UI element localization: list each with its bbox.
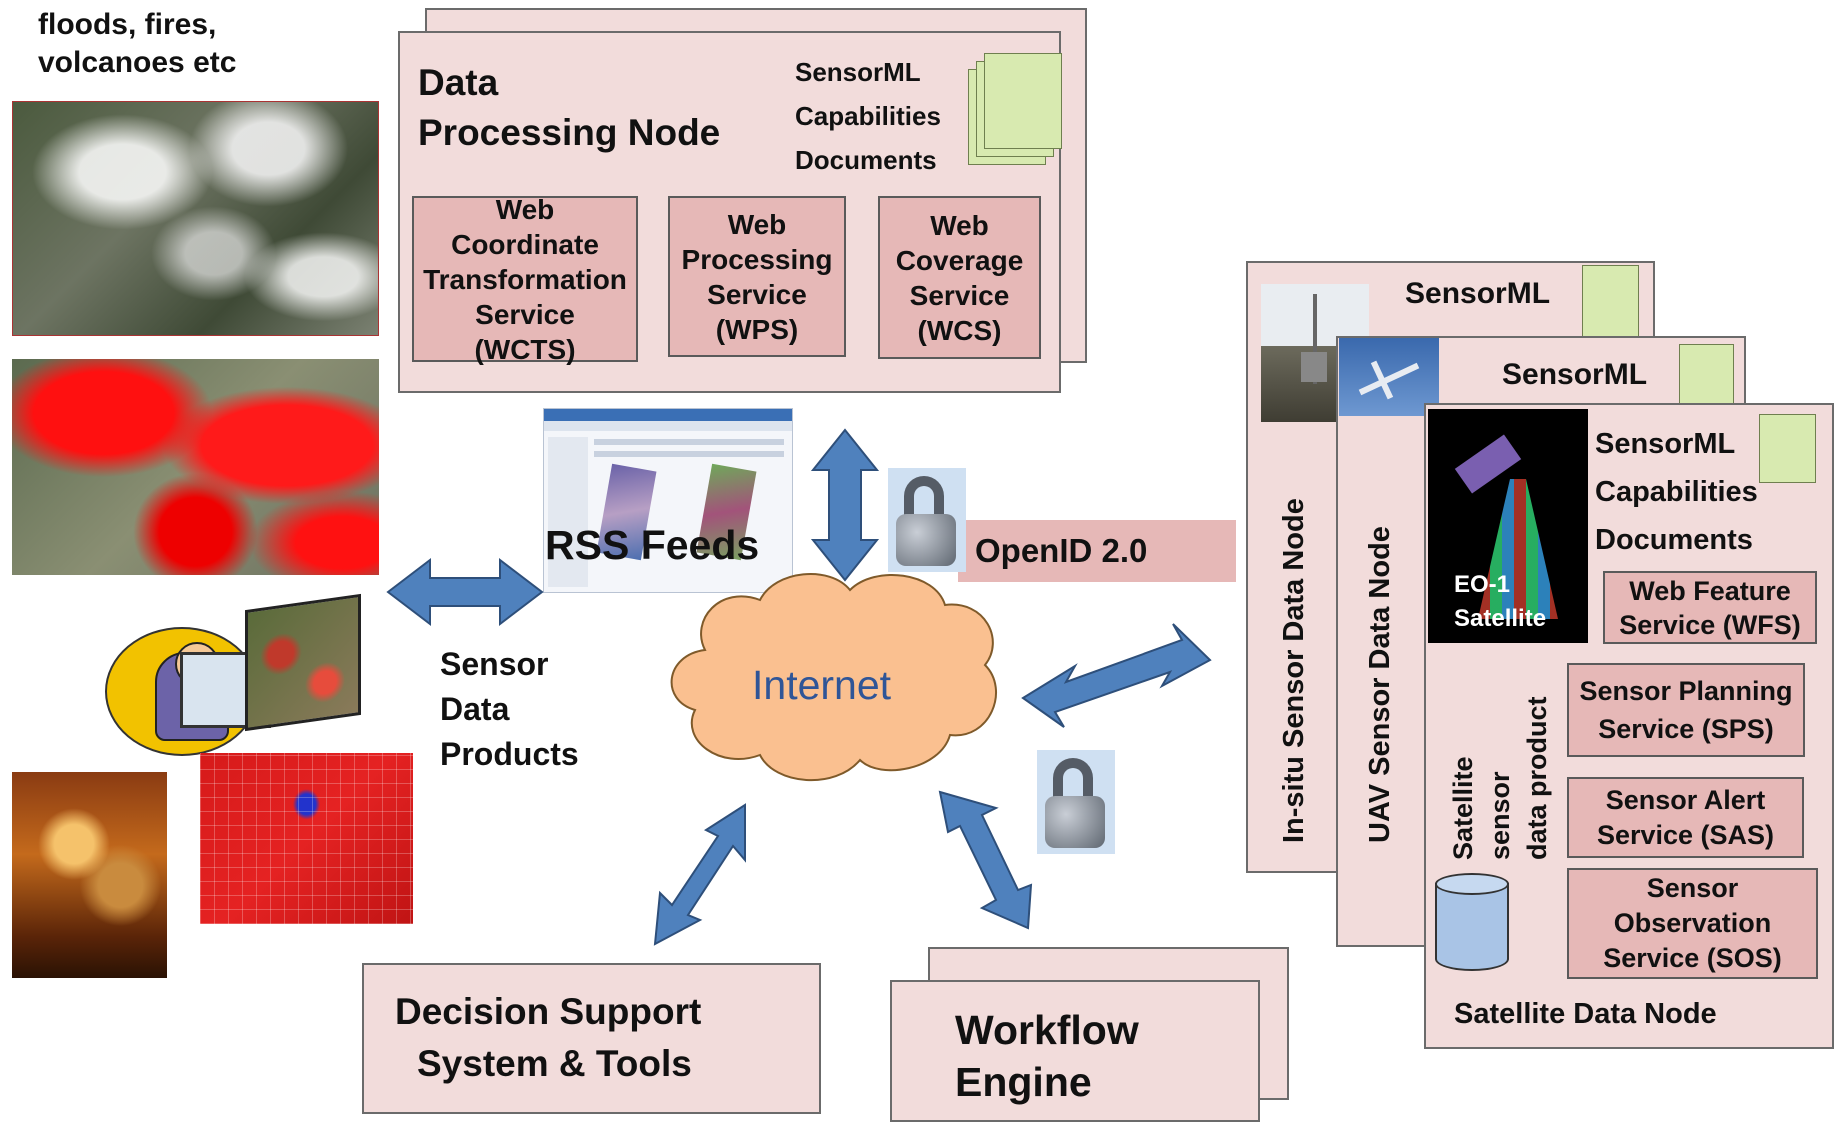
satellite-image-1 [12, 101, 379, 336]
wps-service[interactable]: Web Processing Service (WPS) [668, 196, 846, 357]
satellite-docs-label: SensorML Capabilities Documents [1595, 420, 1758, 564]
uav-sensorml-label: SensorML [1502, 358, 1648, 391]
wps-line4: (WPS) [715, 313, 799, 345]
wcts-line3: Transformation [423, 263, 627, 295]
arrow-dpn-internet [810, 428, 880, 582]
arrow-internet-sensornodes [1021, 623, 1212, 728]
firefighters-photo [12, 772, 167, 978]
decision-support-box[interactable] [362, 963, 821, 1114]
internet-label: Internet [752, 662, 892, 708]
rss-feeds-label: RSS Feeds [545, 522, 760, 568]
data-processing-node-title: Data Processing Node [418, 58, 720, 158]
user-at-computer-illustration [100, 582, 370, 762]
wcts-line1: Web [495, 193, 555, 225]
flood-map-image [200, 753, 413, 924]
workflow-engine-box[interactable] [890, 980, 1260, 1122]
openid-banner [958, 520, 1236, 582]
lock-icon-2 [1037, 750, 1115, 854]
wcs-line4: (WCS) [917, 314, 1002, 346]
arrow-products-left [386, 557, 544, 627]
lock-icon [888, 468, 966, 572]
sat-product-line3: data product [1522, 696, 1552, 860]
document-stack-icon-front [984, 53, 1062, 149]
eo1-label: EO-1 Satellite [1454, 568, 1546, 636]
satellite-document-icon [1759, 414, 1816, 483]
openid-label: OpenID 2.0 [975, 532, 1148, 569]
sps-line1: Sensor Planning [1579, 676, 1793, 706]
sos-line2: Observation [1613, 908, 1772, 938]
sat-docs-line1: SensorML [1595, 428, 1736, 460]
sat-docs-line2: Capabilities [1595, 476, 1758, 508]
internet-cloud [670, 573, 997, 781]
sos-service[interactable]: Sensor Observation Service (SOS) [1567, 868, 1818, 979]
sas-service[interactable]: Sensor Alert Service (SAS) [1567, 777, 1804, 858]
insitu-sensorml-label: SensorML [1405, 277, 1551, 310]
uav-node-label: UAV Sensor Data Node [1364, 526, 1396, 843]
sas-line1: Sensor Alert [1605, 784, 1766, 815]
eo1-line1: EO-1 [1454, 571, 1511, 598]
wcts-line2: Coordinate [451, 228, 599, 260]
eo1-line2: Satellite [1454, 605, 1547, 632]
sat-product-line1: Satellite [1448, 756, 1478, 860]
arrow-internet-decision [653, 803, 746, 946]
wcs-service[interactable]: Web Coverage Service (WCS) [878, 196, 1041, 359]
sps-line2: Service (SPS) [1598, 714, 1774, 744]
sdp-line3: Products [440, 736, 579, 772]
dpn-docs-label: SensorML Capabilities Documents [795, 50, 941, 182]
wcs-line3: Service [909, 279, 1010, 311]
sos-line3: Service (SOS) [1603, 943, 1782, 973]
insitu-node-label: In-situ Sensor Data Node [1278, 498, 1310, 843]
wfs-line2: Service (WFS) [1619, 609, 1801, 640]
hazards-caption-line2: volcanoes etc [38, 46, 237, 79]
workflow-line1: Workflow [955, 1007, 1139, 1053]
wcts-service[interactable]: Web Coordinate Transformation Service (W… [412, 194, 638, 365]
dpn-docs-line2: Capabilities [795, 101, 941, 131]
wps-line2: Processing [681, 243, 833, 275]
wps-line1: Web [727, 208, 787, 240]
rss-browser-screenshot [543, 408, 793, 593]
decision-support-line1: Decision Support [395, 991, 702, 1032]
dpn-title-line1: Data [418, 62, 499, 103]
sos-line1: Sensor [1646, 873, 1739, 903]
sat-docs-line3: Documents [1595, 524, 1753, 556]
decision-support-label: Decision Support System & Tools [395, 986, 701, 1090]
uav-photo [1339, 338, 1439, 416]
wps-line3: Service [707, 278, 807, 310]
wcts-line4: Service [475, 298, 575, 330]
satellite-node-label: Satellite Data Node [1454, 998, 1717, 1030]
workflow-engine-label: Workflow Engine [955, 1004, 1139, 1108]
sdp-line2: Data [440, 691, 510, 727]
satellite-product-label: Satellite sensor data product [1445, 696, 1556, 860]
sdp-line1: Sensor [440, 646, 549, 682]
wcs-line1: Web [930, 209, 989, 241]
sensor-data-products-label: Sensor Data Products [440, 642, 579, 777]
sps-service[interactable]: Sensor Planning Service (SPS) [1567, 663, 1805, 757]
wcts-line5: (WCTS) [474, 333, 576, 365]
database-icon [1435, 873, 1509, 981]
wcs-line2: Coverage [895, 244, 1024, 276]
wfs-line1: Web Feature [1629, 575, 1791, 606]
wfs-service[interactable]: Web Feature Service (WFS) [1603, 571, 1817, 644]
sat-product-line2: sensor [1485, 771, 1515, 860]
insitu-document-icon [1582, 265, 1639, 337]
hazards-caption-line1: floods, fires, [38, 8, 217, 41]
arrow-internet-workflow [938, 790, 1033, 930]
dpn-title-line2: Processing Node [418, 112, 721, 153]
decision-support-line2: System & Tools [417, 1043, 692, 1084]
sas-line2: Service (SAS) [1596, 819, 1775, 850]
hazards-caption: floods, fires, volcanoes etc [38, 6, 236, 82]
uav-document-icon [1679, 344, 1734, 408]
dpn-docs-line3: Documents [795, 145, 937, 175]
workflow-line2: Engine [955, 1059, 1092, 1105]
eo1-satellite-image [1428, 409, 1588, 643]
fire-map-image [12, 359, 379, 575]
dpn-docs-line1: SensorML [795, 57, 921, 87]
